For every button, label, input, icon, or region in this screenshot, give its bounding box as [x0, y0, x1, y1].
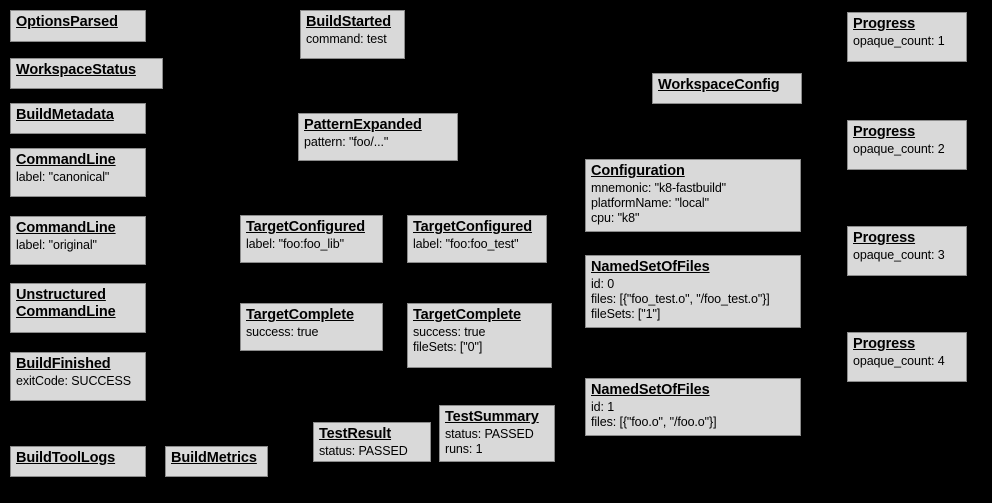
- event-node-title: Progress: [853, 124, 916, 140]
- event-node-title: Progress: [853, 336, 916, 352]
- event-node-fields: opaque_count: 4: [853, 354, 961, 369]
- event-node-target-configured-foo-test[interactable]: TargetConfigured label: "foo:foo_test": [407, 215, 547, 263]
- event-node-field: success: true: [413, 325, 486, 340]
- event-node-fields: status: PASSED: [319, 444, 425, 459]
- event-node-progress-1[interactable]: Progress opaque_count: 1: [847, 12, 967, 62]
- event-node-field: files: [{"foo.o", "/foo.o"}]: [591, 414, 717, 429]
- event-node-field: id: 0: [591, 277, 615, 292]
- event-node-fields: command: test: [306, 32, 399, 47]
- event-node-title: Unstructured CommandLine: [16, 287, 116, 321]
- event-node-fields: label: "foo:foo_test": [413, 237, 541, 252]
- event-node-build-metrics[interactable]: BuildMetrics: [165, 446, 268, 477]
- event-node-title: TargetComplete: [246, 307, 354, 323]
- event-node-title: CommandLine: [16, 152, 116, 168]
- event-node-unstructured-command-line[interactable]: Unstructured CommandLine: [10, 283, 146, 333]
- event-node-field: status: PASSED: [319, 444, 408, 459]
- event-node-fields: opaque_count: 3: [853, 248, 961, 263]
- event-node-title: PatternExpanded: [304, 117, 422, 133]
- event-node-field: label: "original": [16, 238, 97, 253]
- event-node-title: BuildMetadata: [16, 107, 114, 123]
- event-node-fields: label: "canonical": [16, 170, 140, 185]
- event-node-title: TargetConfigured: [413, 219, 532, 235]
- event-node-command-line-original[interactable]: CommandLine label: "original": [10, 216, 146, 265]
- event-node-build-finished[interactable]: BuildFinished exitCode: SUCCESS: [10, 352, 146, 401]
- event-node-title: TestResult: [319, 426, 392, 442]
- event-node-title: BuildFinished: [16, 356, 111, 372]
- event-node-title: WorkspaceStatus: [16, 62, 136, 78]
- event-node-field: cpu: "k8": [591, 210, 640, 225]
- event-node-command-line-canonical[interactable]: CommandLine label: "canonical": [10, 148, 146, 197]
- event-node-field: status: PASSED: [445, 427, 534, 442]
- event-node-title: BuildMetrics: [171, 450, 257, 466]
- event-node-title: Progress: [853, 16, 916, 32]
- event-node-title: TargetConfigured: [246, 219, 365, 235]
- event-node-field: opaque_count: 4: [853, 354, 945, 369]
- event-node-field: id: 1: [591, 400, 615, 415]
- event-node-title: CommandLine: [16, 220, 116, 236]
- event-node-fields: label: "original": [16, 238, 140, 253]
- event-node-options-parsed[interactable]: OptionsParsed: [10, 10, 146, 42]
- event-node-field: pattern: "foo/...": [304, 135, 389, 150]
- event-node-progress-3[interactable]: Progress opaque_count: 3: [847, 226, 967, 276]
- event-node-test-result[interactable]: TestResult status: PASSED: [313, 422, 431, 462]
- event-node-workspace-status[interactable]: WorkspaceStatus: [10, 58, 163, 89]
- event-node-field: success: true: [246, 325, 319, 340]
- event-node-workspace-config[interactable]: WorkspaceConfig: [652, 73, 802, 104]
- event-node-pattern-expanded[interactable]: PatternExpanded pattern: "foo/...": [298, 113, 458, 161]
- event-node-title: WorkspaceConfig: [658, 77, 780, 93]
- event-node-build-metadata[interactable]: BuildMetadata: [10, 103, 146, 134]
- event-node-fields: pattern: "foo/...": [304, 135, 452, 150]
- event-node-progress-2[interactable]: Progress opaque_count: 2: [847, 120, 967, 170]
- event-node-field: platformName: "local": [591, 195, 709, 210]
- event-node-field: exitCode: SUCCESS: [16, 374, 132, 389]
- event-node-field: opaque_count: 2: [853, 142, 945, 157]
- event-node-field: label: "foo:foo_lib": [246, 237, 344, 252]
- event-node-title: Progress: [853, 230, 916, 246]
- event-node-title: NamedSetOfFiles: [591, 382, 710, 398]
- event-node-fields: success: true: [246, 325, 377, 340]
- event-node-target-configured-foo-lib[interactable]: TargetConfigured label: "foo:foo_lib": [240, 215, 383, 263]
- event-node-title: OptionsParsed: [16, 14, 118, 30]
- event-node-progress-4[interactable]: Progress opaque_count: 4: [847, 332, 967, 382]
- event-node-build-tool-logs[interactable]: BuildToolLogs: [10, 446, 146, 477]
- event-node-title: NamedSetOfFiles: [591, 259, 710, 275]
- event-node-field: opaque_count: 3: [853, 248, 945, 263]
- event-node-fields: exitCode: SUCCESS: [16, 374, 140, 389]
- event-node-title: TargetComplete: [413, 307, 521, 323]
- event-node-field: fileSets: ["1"]: [591, 306, 661, 321]
- event-node-fields: opaque_count: 2: [853, 142, 961, 157]
- event-node-field: label: "canonical": [16, 170, 110, 185]
- event-node-field: command: test: [306, 32, 387, 47]
- event-node-field: opaque_count: 1: [853, 34, 945, 49]
- event-node-configuration[interactable]: Configuration mnemonic: "k8-fastbuild"pla…: [585, 159, 801, 232]
- event-node-field: fileSets: ["0"]: [413, 339, 483, 354]
- event-node-build-started[interactable]: BuildStarted command: test: [300, 10, 405, 59]
- event-node-fields: mnemonic: "k8-fastbuild"platformName: "l…: [591, 181, 795, 225]
- event-node-title: BuildStarted: [306, 14, 392, 30]
- event-node-field: mnemonic: "k8-fastbuild": [591, 181, 727, 196]
- event-node-field: runs: 1: [445, 441, 483, 456]
- event-node-target-complete-lib[interactable]: TargetComplete success: true: [240, 303, 383, 351]
- event-node-field: label: "foo:foo_test": [413, 237, 519, 252]
- event-node-title: TestSummary: [445, 409, 539, 425]
- event-node-title: BuildToolLogs: [16, 450, 116, 466]
- event-node-title: Configuration: [591, 163, 685, 179]
- event-node-fields: label: "foo:foo_lib": [246, 237, 377, 252]
- event-node-fields: opaque_count: 1: [853, 34, 961, 49]
- event-node-field: files: [{"foo_test.o", "/foo_test.o"}]: [591, 291, 770, 306]
